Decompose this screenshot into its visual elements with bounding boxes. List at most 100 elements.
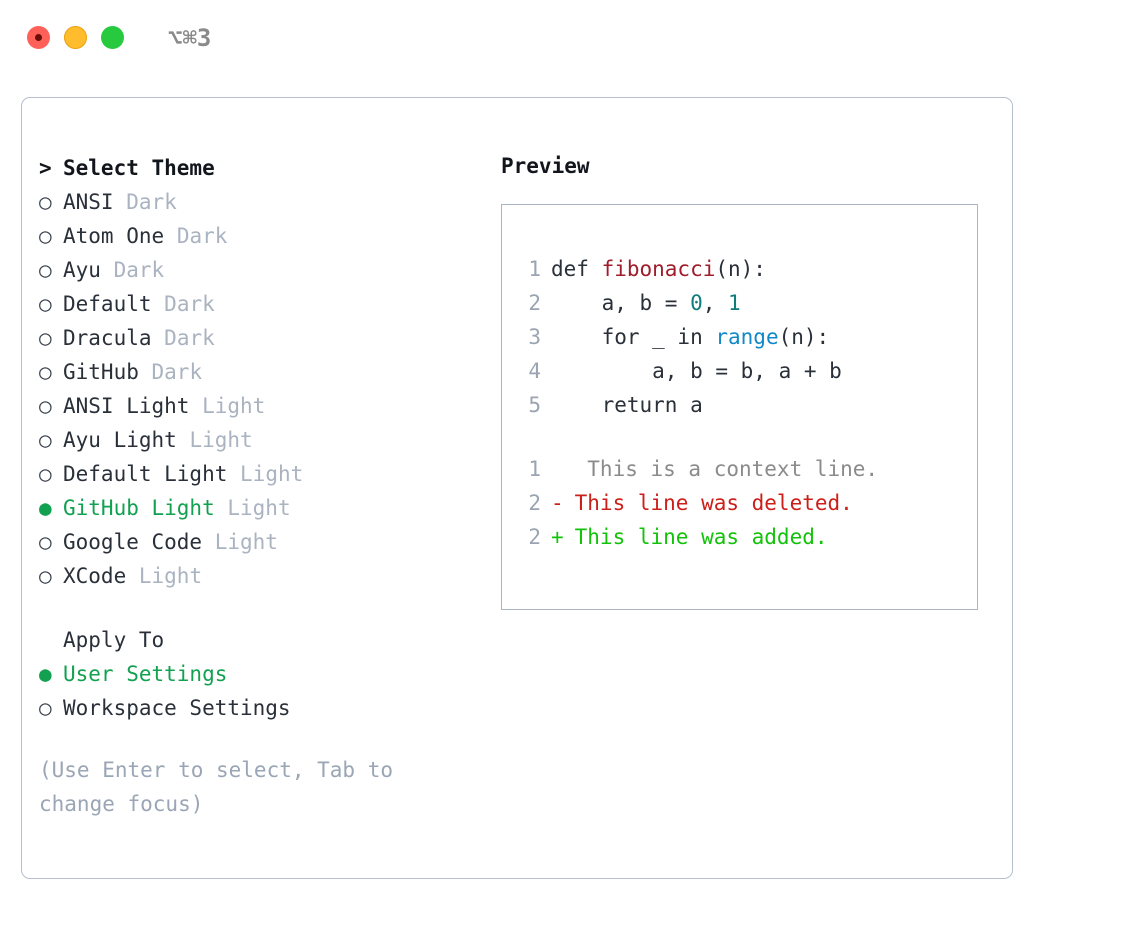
code-token: def (551, 257, 602, 281)
theme-list-item[interactable]: ○Ayu Light Light (39, 423, 479, 457)
line-number: 5 (528, 393, 541, 417)
theme-name: Default (63, 292, 152, 316)
radio-unselected-icon[interactable]: ○ (39, 394, 52, 418)
theme-list-item[interactable]: ○ GitHub Dark (39, 355, 479, 389)
line-number: 2 (528, 491, 541, 515)
theme-name: XCode (63, 564, 127, 588)
theme-name: Dracula (63, 326, 152, 350)
radio-unselected-icon[interactable]: ○ (39, 530, 52, 554)
keyboard-hint-text: (Use Enter to select, Tab to change focu… (39, 758, 394, 816)
theme-list-item[interactable]: ● GitHub Light Light (39, 491, 479, 525)
code-token: (n): (778, 325, 830, 349)
title-bar: ⌥⌘3 (0, 0, 1140, 78)
code-token: a, b = b, a + b (551, 359, 842, 383)
line-number: 3 (528, 325, 541, 349)
theme-name-variant-separator (101, 253, 114, 287)
radio-unselected-icon[interactable]: ○ (39, 326, 52, 350)
theme-name-variant-separator (189, 389, 202, 423)
line-number: 4 (528, 359, 541, 383)
theme-list-item[interactable]: ○ ANSI Dark (39, 185, 479, 219)
theme-list: ○ ANSI Dark ○ Atom One Dark ○ Ayu Dark ○ Defaul… (39, 185, 479, 593)
theme-name: GitHub Light (63, 496, 215, 520)
close-button-icon[interactable] (27, 26, 50, 49)
theme-list-item[interactable]: ○Ayu Dark (39, 253, 479, 287)
code-token: fibonacci (601, 257, 716, 281)
theme-list-item[interactable]: ○ Dracula Dark (39, 321, 479, 355)
radio-unselected-icon[interactable]: ○ (39, 190, 52, 214)
radio-unselected-icon[interactable]: ○ (39, 564, 52, 588)
theme-name-variant-separator (177, 423, 190, 457)
code-line: 2 a, b = 0, 1 (519, 286, 977, 320)
apply-to-label: User Settings (63, 662, 228, 686)
apply-to-header: Apply To (39, 623, 479, 657)
theme-name: Atom One (63, 224, 165, 248)
radio-unselected-icon[interactable]: ○ (39, 696, 52, 720)
theme-list-item[interactable]: ○ANSI Light Light (39, 389, 479, 423)
theme-name: Ayu (63, 258, 101, 282)
theme-name: GitHub (63, 360, 139, 384)
radio-unselected-icon[interactable]: ○ (39, 224, 52, 248)
line-number: 2 (528, 291, 541, 315)
radio-selected-icon[interactable]: ● (39, 662, 52, 686)
radio-unselected-icon[interactable]: ○ (39, 292, 52, 316)
radio-unselected-icon[interactable]: ○ (39, 462, 52, 486)
list-spacer (39, 593, 479, 623)
theme-list-item[interactable]: ○XCode Light (39, 559, 479, 593)
theme-variant-badge: Dark (164, 292, 215, 316)
code-token: range (715, 325, 779, 349)
code-token: return a (551, 393, 703, 417)
code-line: 3 for _ in range(n): (519, 320, 977, 354)
theme-name-variant-separator (227, 457, 240, 491)
code-line: 4 a, b = b, a + b (519, 354, 977, 388)
theme-name: ANSI (63, 190, 114, 214)
line-number: 2 (528, 525, 541, 549)
apply-to-list: ● User Settings ○ Workspace Settings (39, 657, 479, 725)
window-controls (27, 26, 124, 49)
code-token: 0 (690, 291, 703, 315)
theme-variant-badge: Dark (164, 326, 215, 350)
code-token: (n): (715, 257, 766, 281)
apply-to-marker-placeholder (39, 623, 63, 657)
code-token: for _ in (551, 325, 716, 349)
theme-variant-badge: Light (227, 496, 291, 520)
radio-unselected-icon[interactable]: ○ (39, 428, 52, 452)
select-theme-title: Select Theme (63, 156, 215, 180)
theme-variant-badge: Dark (126, 190, 177, 214)
theme-name: Default Light (63, 462, 228, 486)
theme-name-variant-separator (114, 185, 127, 219)
theme-name-variant-separator (152, 287, 165, 321)
diff-sample: 1 This is a context line.2- This line wa… (519, 452, 977, 554)
caret-icon: > (39, 156, 52, 180)
apply-to-title: Apply To (63, 628, 165, 652)
line-number: 1 (528, 257, 541, 281)
maximize-button-icon[interactable] (101, 26, 124, 49)
apply-to-item[interactable]: ● User Settings (39, 657, 479, 691)
radio-selected-icon[interactable]: ● (39, 496, 52, 520)
preview-title: Preview (501, 154, 590, 178)
theme-name-variant-separator (126, 559, 139, 593)
theme-list-item[interactable]: ○ Default Light Light (39, 457, 479, 491)
code-token: , (702, 291, 729, 315)
theme-variant-badge: Light (240, 462, 304, 486)
theme-list-item[interactable]: ○ Default Dark (39, 287, 479, 321)
code-line: 5 return a (519, 388, 977, 422)
theme-variant-badge: Light (214, 530, 278, 554)
apply-to-label: Workspace Settings (63, 696, 291, 720)
theme-selection-column: > Select Theme ○ANSI Dark○Atom One Dark○… (39, 151, 479, 821)
theme-name-variant-separator (202, 525, 215, 559)
radio-unselected-icon[interactable]: ○ (39, 258, 52, 282)
apply-to-item[interactable]: ○ Workspace Settings (39, 691, 479, 725)
line-number: 1 (528, 457, 541, 481)
diff-line: 2+ This line was added. (519, 520, 977, 554)
diff-sign: - (551, 491, 564, 515)
minimize-button-icon[interactable] (64, 26, 87, 49)
theme-list-item[interactable]: ○Atom One Dark (39, 219, 479, 253)
theme-variant-badge: Dark (151, 360, 203, 384)
theme-name-variant-separator (152, 321, 165, 355)
code-token: a, b = (551, 291, 691, 315)
diff-sign (551, 452, 562, 486)
theme-list-item[interactable]: ○Google Code Light (39, 525, 479, 559)
radio-unselected-icon[interactable]: ○ (39, 360, 52, 384)
